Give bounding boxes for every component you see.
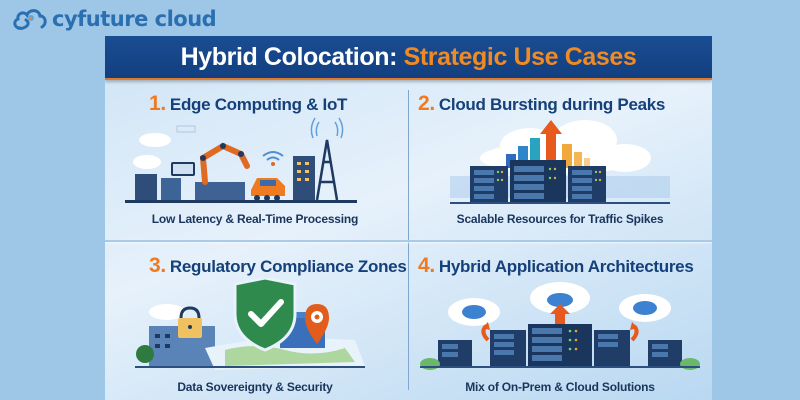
use-case-card-4: 4.Hybrid Application Architectures Mix o… [410, 242, 710, 400]
brand-name: cyfuture cloud [52, 7, 217, 31]
use-case-caption: Data Sovereignty & Security [177, 380, 333, 394]
page-title: Hybrid Colocation: Strategic Use Cases [181, 43, 637, 72]
servers-cloud-growth-illustration [450, 120, 670, 204]
title-banner: Hybrid Colocation: Strategic Use Cases [105, 36, 712, 80]
use-case-caption: Scalable Resources for Traffic Spikes [456, 212, 664, 226]
infographic-panel: Hybrid Colocation: Strategic Use Cases 1… [105, 36, 712, 400]
use-case-number: 4. [418, 254, 435, 277]
use-case-title-text: Cloud Bursting during Peaks [438, 95, 666, 114]
use-case-caption: Low Latency & Real-Time Processing [151, 212, 359, 226]
use-case-title-text: Edge Computing & IoT [169, 95, 348, 114]
use-case-number: 2. [418, 92, 435, 115]
horizontal-divider [105, 240, 712, 242]
title-main: Hybrid Colocation: [180, 42, 404, 71]
use-case-title: 3.Regulatory Compliance Zones [149, 254, 407, 278]
use-case-number: 3. [149, 254, 166, 277]
use-case-card-3: 3.Regulatory Compliance Zones Data Sover… [105, 242, 407, 400]
use-case-card-2: 2.Cloud Bursting during Peaks Scalable R… [410, 80, 710, 238]
shield-map-lock-illustration [135, 278, 365, 370]
use-case-title-text: Regulatory Compliance Zones [169, 257, 407, 276]
brand-logo: cyfuture cloud [12, 6, 217, 32]
title-accent: Strategic Use Cases [403, 42, 637, 71]
servers-multi-cloud-illustration [420, 282, 700, 370]
use-case-title: 1.Edge Computing & IoT [149, 92, 347, 116]
use-case-grid: 1.Edge Computing & IoT Low Latency & Rea… [105, 80, 712, 400]
factory-robot-arm-tower-illustration [125, 117, 357, 203]
use-case-number: 1. [149, 92, 166, 115]
use-case-card-1: 1.Edge Computing & IoT Low Latency & Rea… [105, 80, 405, 238]
use-case-caption: Mix of On-Prem & Cloud Solutions [465, 380, 655, 394]
use-case-title: 2.Cloud Bursting during Peaks [418, 92, 665, 116]
use-case-title: 4.Hybrid Application Architectures [418, 254, 694, 278]
use-case-title-text: Hybrid Application Architectures [438, 257, 694, 276]
cloud-swirl-icon [13, 9, 47, 30]
